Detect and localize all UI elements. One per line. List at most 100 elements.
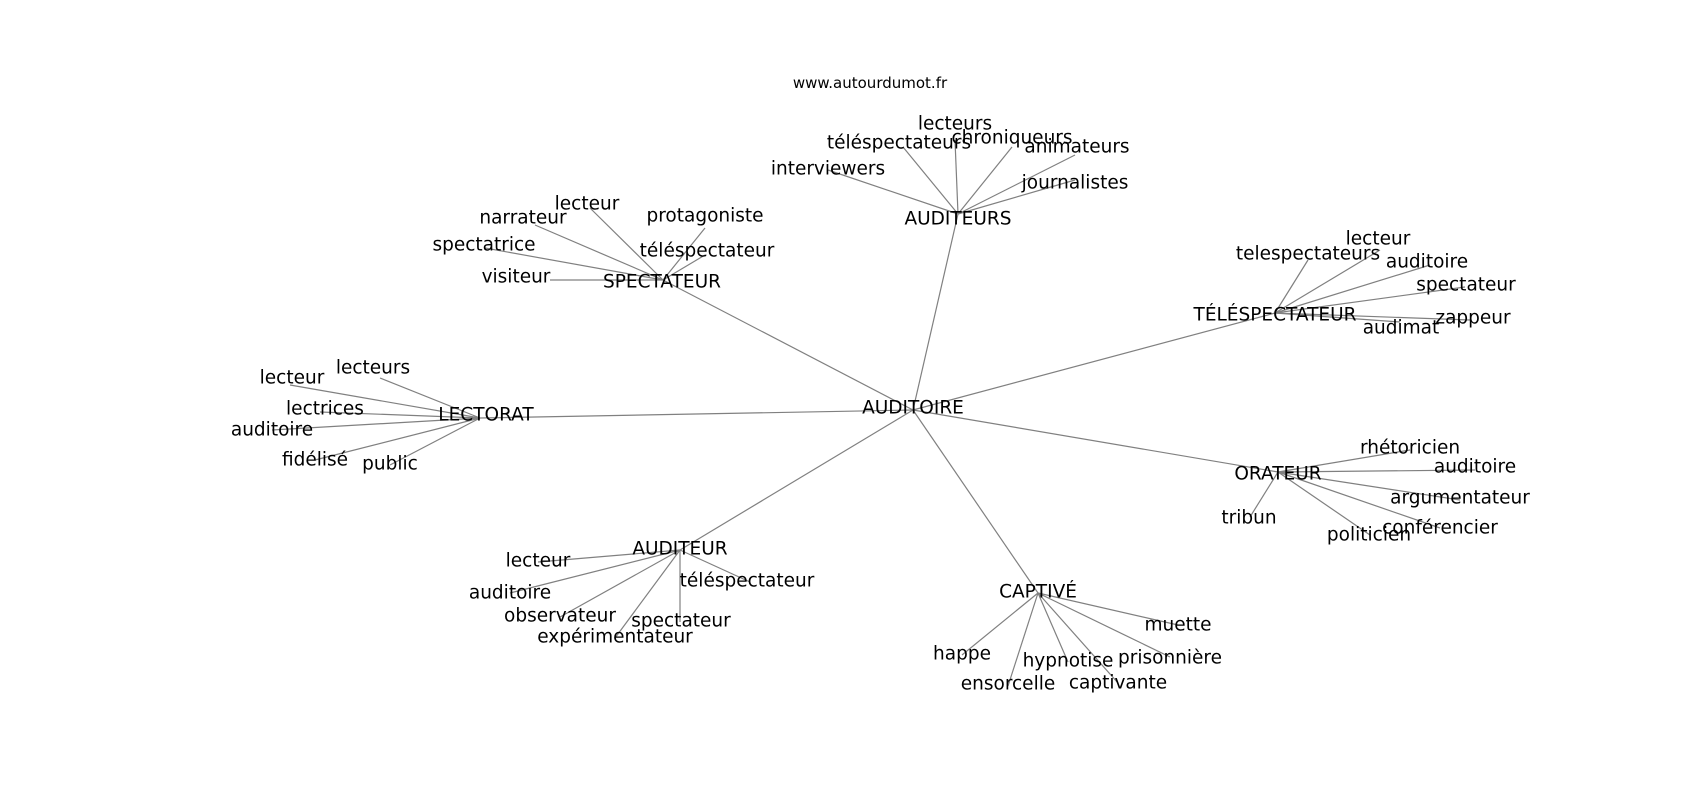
edge-5-3 — [559, 549, 681, 618]
edge-4-1 — [1277, 469, 1476, 473]
leaf-node-label: tribun — [1221, 508, 1276, 529]
edge-5-2 — [509, 549, 681, 594]
leaf-node-label: lecteurs — [918, 114, 992, 135]
edge-1-3 — [484, 247, 664, 281]
edge-2-1 — [1274, 259, 1309, 314]
leaf-node-label: observateur — [504, 606, 616, 627]
leaf-node-label: téléspectateurs — [827, 133, 971, 154]
leaf-node-label: zappeur — [1435, 308, 1511, 329]
edge-5-1 — [679, 549, 751, 583]
hub-node-label: TÉLÉSPECTATEUR — [1193, 304, 1357, 326]
leaf-node-label: audimat — [1363, 318, 1440, 339]
edges-layer — [271, 139, 1476, 687]
leaf-node-label: public — [362, 454, 418, 475]
edge-6-2 — [1037, 592, 1171, 658]
edge-3-2 — [319, 411, 481, 419]
leaf-node-label: journalistes — [1021, 173, 1129, 194]
leaf-node-label: auditoire — [231, 420, 313, 441]
leaf-node-label: politicien — [1327, 525, 1411, 546]
edge-1-4 — [662, 254, 706, 281]
edge-5-5 — [614, 549, 681, 639]
leaf-node-label: spectatrice — [432, 235, 535, 256]
edge-6-1 — [961, 592, 1039, 656]
edge-center-1 — [662, 279, 914, 411]
leaf-node-label: lecteurs — [336, 358, 410, 379]
edge-6-3 — [1037, 592, 1069, 663]
edge-6-0 — [1037, 592, 1179, 626]
edge-6-5 — [1007, 592, 1039, 687]
edge-center-4 — [912, 409, 1279, 473]
leaf-node-label: hypnotise — [1023, 651, 1114, 672]
edge-3-3 — [271, 417, 481, 431]
leaf-node-label: expérimentateur — [537, 627, 693, 648]
edge-0-1 — [902, 146, 959, 215]
edge-center-0 — [912, 213, 959, 411]
leaf-node-label: happe — [933, 644, 991, 665]
leaf-node-label: auditoire — [1434, 457, 1516, 478]
leaf-node-label: lectrices — [286, 399, 364, 420]
edge-3-0 — [379, 377, 481, 419]
leaf-node-label: ensorcelle — [961, 674, 1055, 695]
hub-node-label: LECTORAT — [438, 405, 534, 426]
edge-1-0 — [589, 207, 664, 281]
edge-2-3 — [1274, 286, 1466, 314]
hub-node-label: AUDITEUR — [632, 539, 727, 560]
edge-5-0 — [537, 549, 681, 563]
leaf-node-label: narrateur — [479, 208, 567, 229]
hub-node-label: SPECTATEUR — [603, 272, 721, 293]
leaf-node-label: auditoire — [1386, 252, 1468, 273]
leaf-node-label: interviewers — [771, 159, 885, 180]
labels-layer: AUDITOIREAUDITEURSlecteurstéléspectateur… — [231, 114, 1530, 695]
edge-center-5 — [679, 409, 914, 551]
leaf-node-label: chroniqueurs — [951, 128, 1072, 149]
leaf-node-label: fidélisé — [282, 450, 348, 471]
leaf-node-label: lecteur — [260, 368, 325, 389]
edge-2-5 — [1274, 312, 1401, 323]
leaf-node-label: lecteur — [1346, 229, 1411, 250]
leaf-node-label: spectateur — [1416, 275, 1516, 296]
edge-3-4 — [314, 417, 481, 461]
edge-0-4 — [827, 169, 959, 215]
source-credit: www.autourdumot.fr — [793, 74, 948, 92]
edge-0-3 — [957, 154, 1076, 215]
leaf-node-label: téléspectateur — [640, 241, 775, 262]
leaf-node-label: conférencier — [1382, 518, 1498, 539]
hub-node-label: CAPTIVÉ — [999, 581, 1077, 603]
leaf-node-label: captivante — [1069, 673, 1167, 694]
leaf-node-label: spectateur — [631, 611, 731, 632]
edge-3-5 — [389, 417, 481, 466]
edge-2-2 — [1274, 264, 1431, 314]
hub-node-label: ORATEUR — [1234, 464, 1321, 485]
edge-1-1 — [534, 224, 664, 281]
leaf-node-label: auditoire — [469, 583, 551, 604]
edge-6-4 — [1037, 592, 1119, 684]
leaf-node-label: visiteur — [482, 267, 551, 288]
leaf-node-label: muette — [1144, 615, 1211, 636]
edge-2-0 — [1274, 249, 1381, 314]
edge-center-3 — [479, 409, 914, 419]
leaf-node-label: prisonnière — [1118, 648, 1222, 669]
leaf-node-label: telespectateurs — [1236, 244, 1380, 265]
leaf-node-label: protagoniste — [646, 206, 763, 227]
edge-center-6 — [912, 409, 1039, 594]
edge-0-2 — [957, 146, 1013, 215]
edge-0-5 — [957, 179, 1076, 215]
edge-0-0 — [954, 139, 959, 215]
hub-node-label: AUDITEURS — [904, 209, 1011, 230]
leaf-node-label: rhétoricien — [1360, 438, 1460, 459]
edge-4-0 — [1277, 449, 1411, 473]
edge-3-1 — [289, 384, 481, 419]
leaf-node-label: lecteur — [555, 194, 620, 215]
edge-4-5 — [1277, 471, 1371, 536]
center-node-label: AUDITOIRE — [862, 398, 964, 419]
edge-1-2 — [662, 227, 706, 281]
edge-4-2 — [1277, 471, 1461, 501]
leaf-node-label: argumentateur — [1390, 488, 1530, 509]
leaf-node-label: lecteur — [506, 551, 571, 572]
edge-4-4 — [1277, 471, 1441, 529]
edge-4-3 — [1249, 471, 1279, 518]
leaf-node-label: téléspectateur — [680, 571, 815, 592]
leaf-node-label: animateurs — [1024, 137, 1129, 158]
edge-2-4 — [1274, 312, 1471, 321]
